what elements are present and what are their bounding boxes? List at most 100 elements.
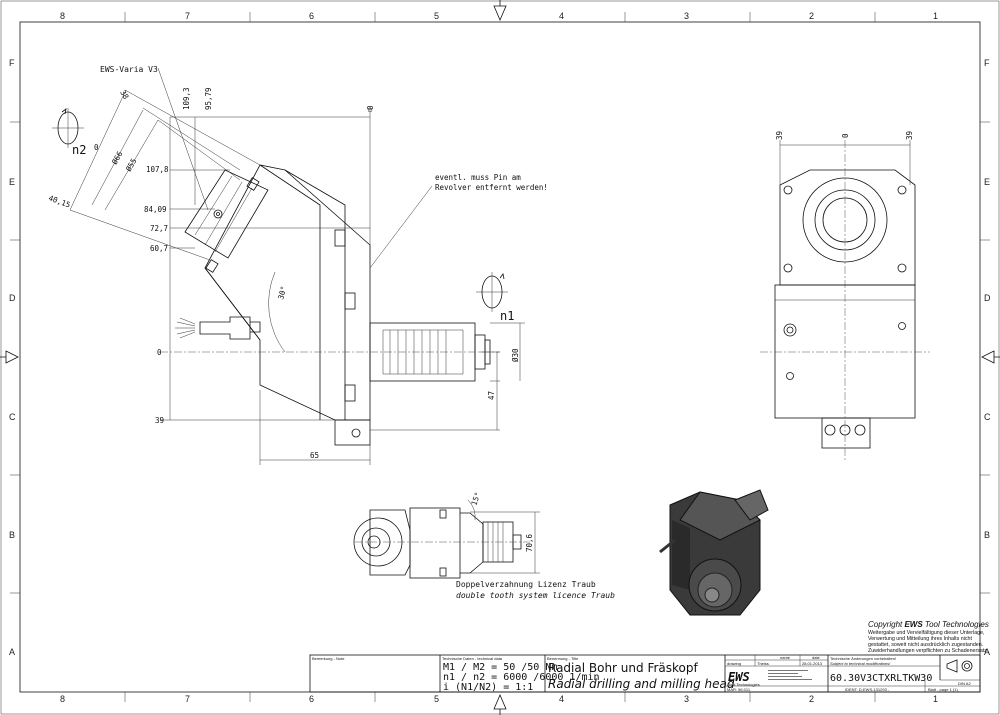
main-view: EWS-Varia V3 eventl. muss Pin am Revolve… (47, 65, 548, 465)
caption-double-tooth-en: double tooth system licence Traub (456, 591, 615, 600)
zone-col: 4 (559, 11, 564, 21)
dim-72-7: 72,7 (150, 224, 168, 233)
copyright-notice: Copyright EWS Tool Technologies Weiterga… (868, 620, 989, 654)
zone-col: 8 (60, 694, 65, 704)
zone-row: A (9, 647, 15, 657)
side-dim-39-right: 39 (905, 131, 914, 140)
dim-zero-top: 0 (366, 105, 375, 110)
zone-col: 3 (684, 11, 689, 21)
dim-39: 39 (155, 416, 164, 425)
bottom-view: 15° 70,6 Doppelverzahnung Lizenz Traub d… (353, 491, 615, 600)
centering-mark-left (0, 350, 19, 364)
zone-col: 7 (185, 694, 190, 704)
zone-col: 2 (809, 694, 814, 704)
dim-60-7: 60,7 (150, 244, 168, 253)
tech-data-label: Technische Daten - technical data (442, 656, 503, 661)
dim-95-79: 95,79 (204, 87, 213, 110)
centering-mark-bottom (493, 693, 507, 715)
zone-col: 7 (185, 11, 190, 21)
zone-row: D (9, 293, 16, 303)
title-en: Radial drilling and milling head (548, 677, 735, 691)
tech-speed: n1 / n2 = 6000 /6000 1/min (443, 672, 600, 683)
dim-47: 47 (487, 391, 496, 400)
dim-angle-30: 30° (276, 285, 288, 300)
drawer-name: Theiss (757, 661, 769, 666)
note-pin-line1: eventl. muss Pin am (435, 173, 521, 182)
side-dim-zero: 0 (841, 133, 850, 138)
zone-col: 5 (434, 694, 439, 704)
zone-col: 3 (684, 694, 689, 704)
col-date: date (812, 655, 821, 660)
zone-row: C (984, 412, 991, 422)
drawer-date: 28.01.2013 (802, 661, 823, 666)
copyright-line: Weitergabe und Vervielfältigung dieser U… (868, 630, 985, 636)
zone-col: 4 (559, 694, 564, 704)
zone-col: 6 (309, 11, 314, 21)
label-n2: n2 (72, 143, 86, 157)
coolant-nozzle (199, 316, 251, 340)
zone-row: E (9, 177, 15, 187)
bottom-dim-70-6: 70,6 (525, 533, 534, 552)
dim-zero-axis: 0 (157, 348, 162, 357)
zone-col: 1 (933, 694, 938, 704)
copyright-line: Zuwiderhandlungen verpflichten zu Schade… (868, 648, 988, 654)
zone-col: 2 (809, 11, 814, 21)
side-view-flange (779, 169, 916, 286)
ews-logo: EWS (728, 670, 750, 684)
col-name: name (780, 655, 791, 660)
zone-column-labels: 8 7 6 5 4 3 2 1 8 7 6 5 4 3 2 1 (60, 11, 938, 704)
copyright-line: Verwertung und Mitteilung ihres Inhalts … (868, 636, 972, 642)
tilted-spindle-face (184, 169, 269, 259)
zone-row: C (9, 412, 16, 422)
remarks-label: Bemerkung - Note (312, 656, 345, 661)
dim-109-3: 109,3 (182, 87, 191, 110)
zone-col: 8 (60, 11, 65, 21)
spray-icon (175, 317, 196, 339)
zone-row: D (984, 293, 991, 303)
tech-ratio: i (N1/N2) = 1:1 (443, 682, 533, 693)
changes-note-de: Technische Änderungen vorbehalten! (830, 656, 896, 661)
material-number: MAR: 56.011 (727, 687, 751, 692)
paper-size: DIN A2 (958, 681, 971, 686)
title-label: Benennung - Title (547, 656, 579, 661)
zone-row: F (9, 58, 15, 68)
zone-col: 1 (933, 11, 938, 21)
zone-ticks (10, 12, 990, 702)
dim-84-09: 84,09 (144, 205, 167, 214)
zone-row: E (984, 177, 990, 187)
title-de: Radial Bohr und Fräskopf (548, 661, 699, 675)
changes-note-en: Subject to technical modifications! (830, 661, 891, 666)
bottom-dim-angle-15: 15° (469, 491, 482, 507)
tech-torque: M1 / M2 = 50 /50 Nm (443, 662, 557, 673)
label-ews-varia: EWS-Varia V3 (100, 65, 158, 74)
projection-symbol-icon (946, 659, 973, 673)
part-number: 60.30V3CTXRLTKW30 (830, 673, 932, 684)
dim-40-15: 40,15 (47, 193, 71, 209)
sheet-number: Blatt - page 1 (1) (928, 687, 958, 692)
dim-107-8: 107,8 (146, 165, 169, 174)
zone-row: B (9, 530, 15, 540)
dim-zero-left: 0 (94, 143, 99, 152)
ews-logo-sub: Tool Technologies (728, 682, 760, 687)
copyright-title: Copyright EWS Tool Technologies (868, 620, 989, 629)
dim-dia-30: Ø30 (511, 348, 520, 362)
zone-row: B (984, 530, 990, 540)
copyright-line: gestattet, soweit nicht ausdrücklich zug… (868, 642, 983, 648)
dim-dia-66: Ø66 (110, 149, 125, 166)
title-block: Bemerkung - Note Technische Daten - tech… (309, 654, 981, 693)
zone-col: 5 (434, 11, 439, 21)
ident-number: IDENT: D-EWS-131293 - (845, 687, 890, 692)
isometric-render (659, 489, 769, 616)
zone-row-labels: F E D C B A F E D C B A (9, 58, 991, 657)
zone-row: A (984, 647, 990, 657)
dim-38: 38 (118, 89, 131, 102)
caption-double-tooth-de: Doppelverzahnung Lizenz Traub (456, 580, 596, 589)
zone-col: 6 (309, 694, 314, 704)
note-pin-line2: Revolver entfernt werden! (435, 183, 548, 192)
row-drawing: drawing (727, 661, 741, 666)
rotation-n1-icon (476, 272, 508, 312)
dim-65: 65 (310, 451, 319, 460)
rotation-n2-icon (52, 108, 84, 148)
